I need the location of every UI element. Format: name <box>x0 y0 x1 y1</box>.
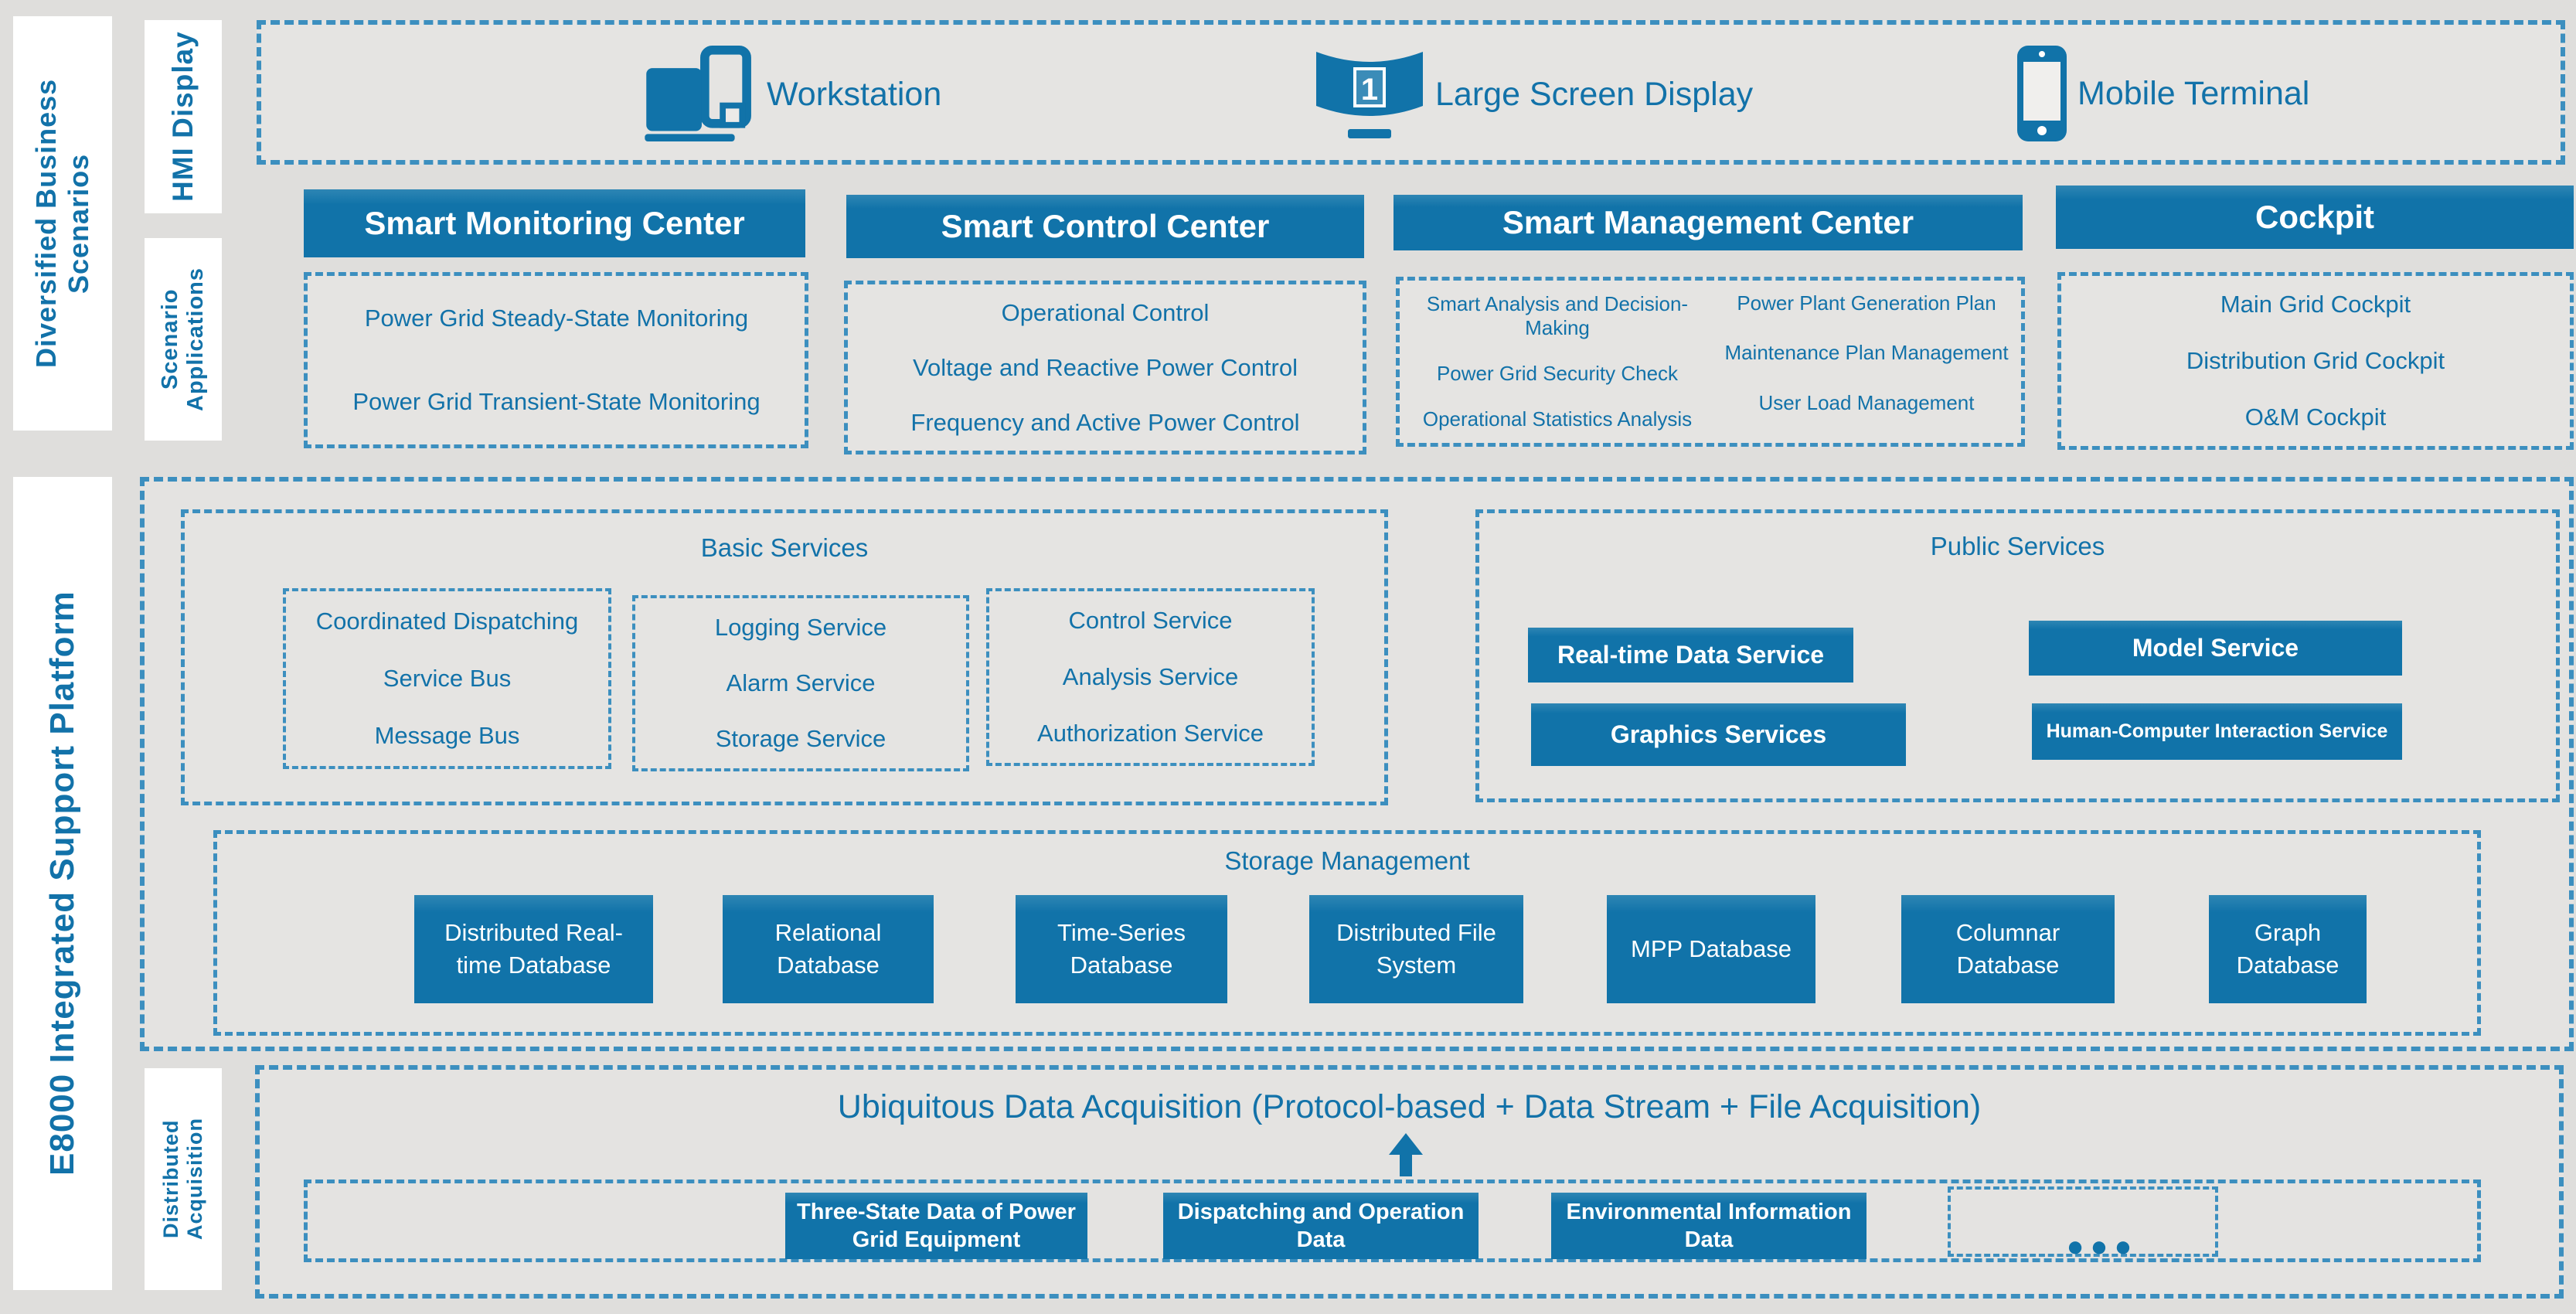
basic-service-item: Service Bus <box>383 665 512 692</box>
public-service-model: Model Service <box>2029 621 2402 676</box>
basic-services-title: Basic Services <box>700 533 869 562</box>
basic-services-group-bus-items: Coordinated Dispatching Service Bus Mess… <box>288 593 607 764</box>
db-graph: Graph Database <box>2209 895 2367 1003</box>
basic-service-item: Coordinated Dispatching <box>315 608 579 635</box>
hmi-item-mobile-terminal: Mobile Terminal <box>2014 43 2309 144</box>
basic-service-item: Alarm Service <box>726 669 876 696</box>
monitoring-item: Power Grid Steady-State Monitoring <box>364 305 749 332</box>
management-item: Smart Analysis and Decision-Making <box>1426 292 1689 339</box>
screen-badge: 1 <box>1361 73 1378 107</box>
hmi-item-large-screen: 1 Large Screen Display <box>1312 48 1753 141</box>
source-three-state-data: Three-State Data of Power Grid Equipment <box>785 1193 1087 1259</box>
source-more-panel <box>1948 1186 2218 1257</box>
storage-management-title: Storage Management <box>1224 846 1470 875</box>
basic-service-item: Analysis Service <box>1062 662 1239 690</box>
rail-hmi-display: HMI Display <box>145 20 222 213</box>
rail-diversified-business-scenarios: Diversified Business Scenarios <box>13 16 112 431</box>
management-item: Maintenance Plan Management <box>1724 341 2009 365</box>
smart-management-left-items: Smart Analysis and Decision-Making Power… <box>1403 281 1712 442</box>
management-item: User Load Management <box>1758 391 1975 415</box>
up-arrow-icon <box>1389 1133 1423 1176</box>
cockpit-item: Distribution Grid Cockpit <box>2186 346 2445 374</box>
basic-service-item: Message Bus <box>374 722 520 749</box>
acquisition-sources-panel <box>304 1180 2481 1262</box>
rail-scenario-applications: Scenario Applications <box>145 238 222 441</box>
basic-service-item: Storage Service <box>715 725 886 752</box>
large-screen-display-icon: 1 <box>1316 52 1423 138</box>
db-mpp: MPP Database <box>1607 895 1815 1003</box>
basic-service-item: Control Service <box>1068 607 1233 635</box>
public-services-title: Public Services <box>1930 532 2105 560</box>
basic-services-group-log <box>632 595 969 771</box>
smart-control-items: Operational Control Voltage and Reactive… <box>849 285 1361 450</box>
db-distributed-file-system: Distributed File System <box>1309 895 1523 1003</box>
control-item: Operational Control <box>1001 298 1210 326</box>
rail-distributed-acquisition: Distributed Acquisition <box>145 1068 222 1290</box>
cockpit-panel <box>2057 272 2574 450</box>
basic-services-group-log-items: Logging Service Alarm Service Storage Se… <box>637 600 965 767</box>
source-dispatching-operation: Dispatching and Operation Data <box>1163 1193 1479 1259</box>
basic-services-group-control <box>986 588 1315 766</box>
basic-services-panel <box>181 509 1388 805</box>
basic-service-item: Logging Service <box>714 614 887 641</box>
hmi-label-large-screen: Large Screen Display <box>1435 75 1754 113</box>
workstation-icon <box>645 46 751 142</box>
db-columnar: Columnar Database <box>1901 895 2115 1003</box>
header-smart-monitoring-center: Smart Monitoring Center <box>304 189 805 257</box>
more-sources-ellipsis: ●●● <box>2066 1231 2139 1263</box>
cockpit-item: Main Grid Cockpit <box>2220 291 2411 318</box>
management-item: Power Grid Security Check <box>1436 362 1679 385</box>
header-smart-management-center: Smart Management Center <box>1393 195 2023 250</box>
db-relational: Relational Database <box>723 895 934 1003</box>
management-item: Power Plant Generation Plan <box>1737 291 1996 315</box>
smart-control-panel <box>844 281 1366 454</box>
rail-e8000-platform: E8000 Integrated Support Platform <box>13 477 112 1290</box>
management-item: Operational Statistics Analysis <box>1422 407 1693 431</box>
public-service-realtime-data: Real-time Data Service <box>1528 628 1853 683</box>
control-item: Frequency and Active Power Control <box>910 408 1300 436</box>
smart-monitoring-items: Power Grid Steady-State Monitoring Power… <box>309 277 804 444</box>
cockpit-item: O&M Cockpit <box>2244 403 2387 431</box>
mobile-terminal-icon <box>2017 46 2067 141</box>
public-service-hci: Human-Computer Interaction Service <box>2032 703 2402 760</box>
db-distributed-realtime: Distributed Real-time Database <box>414 895 653 1003</box>
smart-monitoring-panel <box>304 272 808 448</box>
smart-management-right-items: Power Plant Generation Plan Maintenance … <box>1712 278 2021 428</box>
hmi-label-workstation: Workstation <box>767 75 942 113</box>
basic-services-group-control-items: Control Service Analysis Service Authori… <box>991 593 1310 761</box>
source-environmental-information: Environmental Information Data <box>1551 1193 1866 1259</box>
header-cockpit: Cockpit <box>2056 186 2574 249</box>
db-time-series: Time-Series Database <box>1016 895 1227 1003</box>
monitoring-item: Power Grid Transient-State Monitoring <box>352 388 761 415</box>
hmi-label-mobile-terminal: Mobile Terminal <box>2077 74 2310 112</box>
public-service-graphics: Graphics Services <box>1531 703 1906 766</box>
smart-management-panel <box>1396 277 2025 447</box>
acquisition-title: Ubiquitous Data Acquisition (Protocol-ba… <box>837 1088 1982 1125</box>
hmi-display-panel <box>257 20 2565 165</box>
basic-service-item: Authorization Service <box>1037 719 1264 747</box>
header-smart-control-center: Smart Control Center <box>846 195 1364 258</box>
hmi-item-workstation: Workstation <box>643 46 942 142</box>
basic-services-group-bus <box>283 588 611 769</box>
control-item: Voltage and Reactive Power Control <box>912 353 1298 381</box>
cockpit-items: Main Grid Cockpit Distribution Grid Cock… <box>2063 277 2568 445</box>
